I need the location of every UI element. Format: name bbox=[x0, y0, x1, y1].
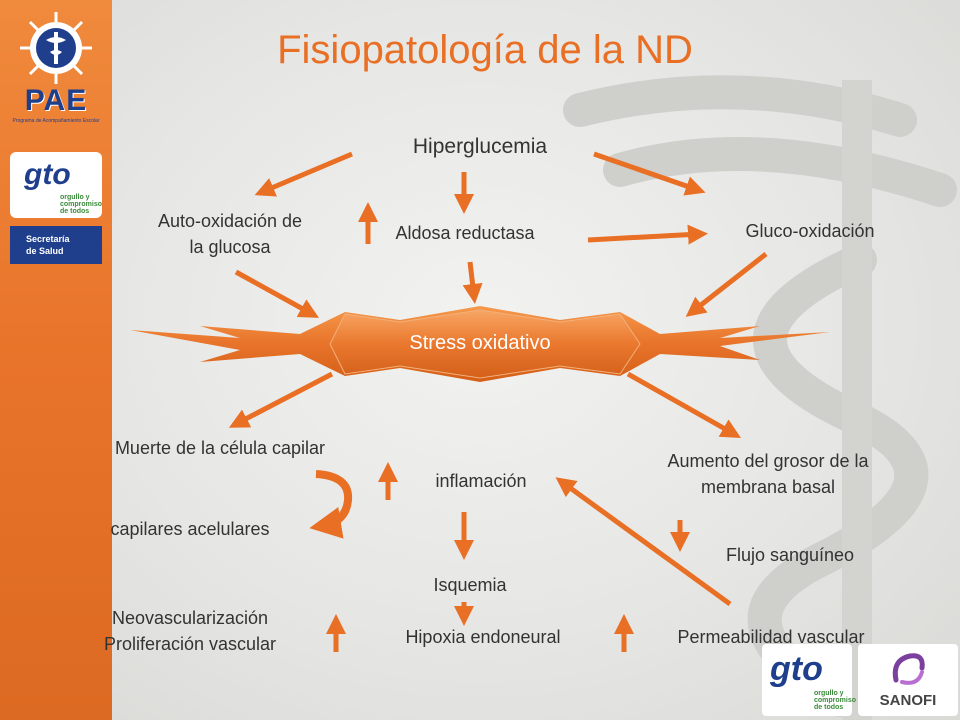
neovascularizacion-line1: Neovascularización bbox=[111, 608, 269, 628]
arrow-stress-to-muerte bbox=[228, 371, 334, 428]
hiperglucemia-label: Hiperglucemia bbox=[412, 135, 548, 158]
isquemia-label: Isquemia bbox=[433, 575, 507, 595]
arrow-curved-muerte-to-capilares bbox=[309, 470, 353, 539]
arrow-gluco-to-stress bbox=[685, 252, 768, 317]
slide-title: Fisiopatología de la ND bbox=[277, 28, 693, 72]
gto-logo-bottom-slogan: orgullo y compromiso de todos bbox=[814, 690, 857, 711]
gto-logo: gto orgullo y compromiso de todos bbox=[10, 152, 102, 218]
gto-logo-bottom-text: gto bbox=[770, 650, 823, 688]
aumento-grosor-label: Aumento del grosor de la membrana basal bbox=[618, 448, 918, 500]
neovascularizacion-label: Neovascularización Proliferación vascula… bbox=[60, 605, 320, 657]
arrow-hiper-to-auto bbox=[254, 151, 353, 197]
permeabilidad-label: Permeabilidad vascular bbox=[677, 627, 865, 647]
sanofi-logo-text: SANOFI bbox=[879, 692, 937, 709]
sanofi-swirl-icon bbox=[892, 653, 925, 685]
stress-oxidativo-label: Stress oxidativo bbox=[409, 332, 551, 354]
muerte-celula-label: Muerte de la célula capilar bbox=[114, 438, 326, 458]
gto-logo-slogan: orgullo y compromiso de todos bbox=[60, 194, 103, 215]
capilares-acelulares-label: capilares acelulares bbox=[110, 519, 270, 539]
aumento-grosor-line1: Aumento del grosor de la bbox=[667, 451, 869, 471]
secretaria-line2: de Salud bbox=[26, 246, 64, 256]
gto-logo-text: gto bbox=[24, 158, 71, 191]
medical-emblem-icon bbox=[20, 12, 92, 84]
pae-subtitle: Programa de Acompañamiento Escolar bbox=[12, 118, 100, 124]
secretaria-line1: Secretaría bbox=[26, 234, 70, 244]
arrow-aldosa-to-stress bbox=[462, 261, 483, 304]
sidebar-branding: PAE Programa de Acompañamiento Escolar g… bbox=[0, 0, 112, 720]
gluco-oxidacion-label: Gluco-oxidación bbox=[745, 221, 875, 241]
sanofi-logo: SANOFI bbox=[858, 644, 958, 716]
inflamacion-label: inflamación bbox=[435, 471, 527, 491]
aldosa-reductasa-label: Aldosa reductasa bbox=[395, 223, 535, 243]
arrow-auto-to-stress bbox=[234, 269, 320, 318]
neovascularizacion-line2: Proliferación vascular bbox=[103, 634, 277, 654]
pae-logo: PAE bbox=[24, 84, 88, 117]
secretaria-logo: Secretaría de Salud bbox=[10, 226, 102, 264]
arrow-permeabilidad-to-inflamacion bbox=[555, 477, 732, 607]
auto-oxidacion-line2: la glucosa bbox=[189, 237, 271, 257]
arrow-stress-to-aumento bbox=[626, 371, 741, 438]
arrow-hiper-to-gluco bbox=[593, 151, 706, 196]
arrow-aldosa-to-gluco bbox=[587, 224, 708, 245]
gto-logo-bottom: gto orgullo y compromiso de todos bbox=[762, 644, 857, 716]
stress-band-shape bbox=[329, 309, 641, 379]
auto-oxidacion-label: Auto-oxidación de la glucosa bbox=[120, 208, 340, 260]
flujo-sanguineo-label: Flujo sanguíneo bbox=[725, 545, 855, 565]
aumento-grosor-line2: membrana basal bbox=[700, 477, 836, 497]
auto-oxidacion-line1: Auto-oxidación de bbox=[157, 211, 303, 231]
hipoxia-label: Hipoxia endoneural bbox=[405, 627, 561, 647]
